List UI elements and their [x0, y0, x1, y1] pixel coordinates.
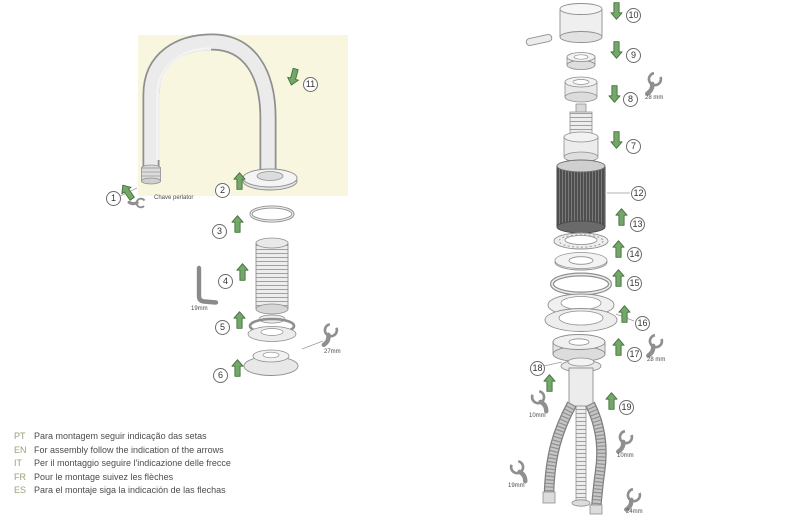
toothed-ring-part-13 [553, 232, 609, 250]
threaded-tube-part-4 [255, 237, 289, 315]
callout-14: 14 [627, 247, 642, 262]
callout-10: 10 [626, 8, 641, 23]
assembly-arrow-icon [612, 338, 625, 356]
allen-key-size-label: 19mm [191, 306, 208, 312]
cartridge-part-7 [563, 103, 599, 163]
instruction-row-fr: FR Pour le montage suivez les flèches [14, 471, 231, 485]
trim-ring-part-9 [566, 52, 596, 70]
callout-4: 4 [218, 274, 233, 289]
lock-nut-part-8 [564, 76, 598, 103]
wrench-icon-19mm-left [510, 460, 530, 484]
handle-pin [525, 34, 553, 46]
assembly-arrow-icon [610, 41, 623, 59]
assembly-arrow-icon [612, 269, 625, 287]
spout-drawing [142, 33, 277, 172]
wrench-icon-27mm [318, 323, 338, 347]
callout-19: 19 [619, 400, 634, 415]
instruction-text-en: For assembly follow the indication of th… [34, 444, 224, 455]
callout-17: 17 [627, 347, 642, 362]
assembly-arrow-icon [615, 208, 628, 226]
handle-knob-part-10 [559, 3, 603, 43]
assembly-arrow-icon [231, 359, 244, 377]
assembly-arrow-icon [618, 305, 631, 323]
wrench-28mm-top-label: 28 mm [645, 95, 664, 101]
assembly-arrow-icon [287, 67, 299, 86]
callout-16: 16 [635, 316, 650, 331]
assembly-arrow-icon [233, 172, 246, 190]
instruction-row-es: ES Para el montaje siga la indicación de… [14, 484, 231, 498]
assembly-arrow-icon [610, 131, 623, 149]
assembly-arrow-icon [121, 184, 135, 201]
callout-18: 18 [530, 361, 545, 376]
wrench-19mm-left-label: 19mm [508, 483, 525, 489]
faucet-body-part-18 [560, 357, 602, 507]
callout-13: 13 [630, 217, 645, 232]
aerator-key-label: Chave perlator [154, 195, 194, 201]
assembly-arrow-icon [231, 215, 244, 233]
escutcheon-part-2 [242, 168, 298, 191]
washer-stack-part-5 [247, 314, 297, 342]
assembly-instructions: PT Para montagem seguir indicação das se… [14, 430, 231, 498]
callout-9: 9 [626, 48, 641, 63]
assembly-arrow-icon [236, 263, 249, 281]
assembly-arrow-icon [605, 392, 618, 410]
supply-hoses-part-19 [542, 401, 607, 515]
wrench-10mm-left-label: 10mm [529, 413, 546, 419]
instruction-text-fr: Pour le montage suivez les flèches [34, 471, 174, 482]
wrench-28mm-mid-label: 28 mm [647, 357, 666, 363]
wrench-icon-28mm-mid [643, 334, 664, 358]
instruction-row-pt: PT Para montagem seguir indicação das se… [14, 430, 231, 444]
o-ring-part-3 [249, 205, 295, 223]
instruction-row-en: EN For assembly follow the indication of… [14, 444, 231, 458]
wrench-icon-28mm-top [642, 72, 663, 96]
callout-8: 8 [623, 92, 638, 107]
lang-code-en: EN [14, 444, 27, 455]
allen-key-icon [196, 265, 219, 305]
wrench-27mm-label: 27mm [324, 349, 341, 355]
aerator-part-1 [141, 164, 161, 185]
instruction-text-es: Para el montaje siga la indicación de la… [34, 485, 226, 495]
callout-1: 1 [106, 191, 121, 206]
instruction-text-pt: Para montagem seguir indicação das setas [34, 431, 207, 441]
assembly-arrow-icon [612, 240, 625, 258]
assembly-arrow-icon [608, 85, 621, 103]
instruction-row-it: IT Per il montaggio seguire l'indicazion… [14, 457, 231, 471]
callout-5: 5 [215, 320, 230, 335]
base-nut-part-6 [243, 349, 299, 376]
callout-2: 2 [215, 183, 230, 198]
wrench-10mm-right-label: 10mm [617, 453, 634, 459]
instruction-text-it: Per il montaggio seguire l'indicazione d… [34, 458, 231, 468]
wrench-icon-10mm-left [531, 390, 551, 414]
callout-15: 15 [627, 276, 642, 291]
callout-11: 11 [303, 77, 318, 92]
lang-code-es: ES [14, 485, 27, 495]
wrench-24mm-bottom-label: 24mm [626, 509, 643, 515]
callout-12: 12 [631, 186, 646, 201]
gasket-stack-part-16 [544, 293, 618, 332]
lang-code-pt: PT [14, 431, 26, 441]
assembly-arrow-icon [543, 374, 556, 392]
leader-line [301, 340, 324, 350]
assembly-arrow-icon [610, 2, 623, 20]
mounting-nut-part-17 [552, 334, 606, 362]
knurled-body-part-12 [556, 159, 606, 234]
lang-code-fr: FR [14, 471, 26, 482]
lang-code-it: IT [14, 458, 22, 468]
washer-part-14 [554, 252, 608, 271]
leader-line [543, 361, 563, 367]
assembly-arrow-icon [233, 311, 246, 329]
wrench-icon-10mm-right [613, 430, 634, 454]
o-ring-part-15 [550, 272, 612, 296]
callout-6: 6 [213, 368, 228, 383]
callout-7: 7 [626, 139, 641, 154]
callout-3: 3 [212, 224, 227, 239]
